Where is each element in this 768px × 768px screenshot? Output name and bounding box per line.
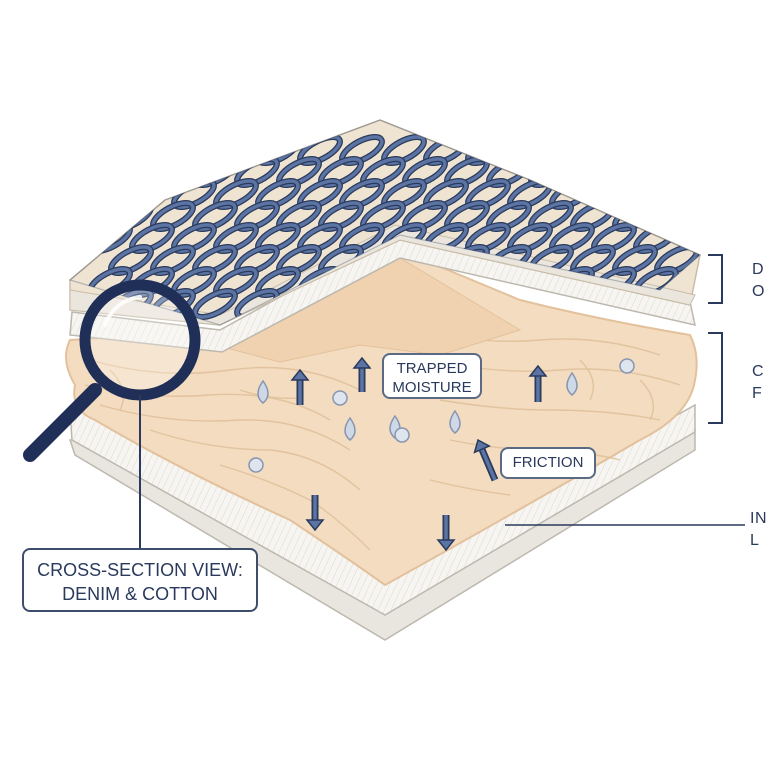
- up-arrow-icon: [473, 438, 492, 454]
- right-label-top-2: O: [752, 283, 765, 300]
- trapped-moisture-line2: MOISTURE: [392, 379, 472, 396]
- droplet-icon: [257, 379, 269, 404]
- weave-loop: [550, 135, 594, 165]
- up-arrow-icon: [528, 364, 548, 377]
- weave-loop: [634, 179, 678, 209]
- weave-loop-outline: [654, 155, 700, 189]
- moisture-arrows: [290, 356, 548, 552]
- weave-loop: [193, 289, 237, 319]
- moisture-bead: [332, 390, 348, 406]
- cross-section-box: CROSS-SECTION VIEW: DENIM & COTTON: [22, 548, 258, 612]
- weave-loop-outline: [108, 155, 154, 189]
- weave-loop-outline: [654, 199, 700, 233]
- weave-loop: [151, 157, 195, 187]
- right-label-mid: C F: [752, 361, 764, 405]
- moisture-bead: [394, 427, 410, 443]
- weave-loop-outline: [129, 133, 175, 167]
- friction-box: FRICTION: [500, 447, 596, 479]
- weave-loop: [571, 157, 615, 187]
- right-label-top: D O: [752, 259, 765, 303]
- weave-loop-outline: [591, 177, 637, 211]
- moisture-bead: [248, 457, 264, 473]
- right-label-bottom-2: L: [750, 532, 760, 549]
- weave-loop: [655, 157, 699, 187]
- weave-loop-outline: [150, 155, 196, 189]
- right-label-mid-1: C: [752, 363, 765, 380]
- weave-loop-outline: [612, 155, 658, 189]
- up-arrow-icon: [352, 356, 372, 369]
- weave-loop: [613, 157, 657, 187]
- weave-loop-outline: [87, 177, 133, 211]
- weave-loop-outline: [570, 155, 616, 189]
- weave-loop: [88, 135, 132, 165]
- down-arrow-icon: [436, 539, 456, 552]
- weave-loop-outline: [171, 133, 217, 167]
- droplet-icon: [344, 416, 356, 441]
- trapped-moisture-line1: TRAPPED: [396, 360, 468, 377]
- cross-section-line2: DENIM & COTTON: [62, 584, 218, 604]
- weave-loop: [130, 135, 174, 165]
- weave-loop-outline: [591, 133, 637, 167]
- cross-section-line1: CROSS-SECTION VIEW:: [37, 560, 243, 580]
- up-arrow-icon: [290, 368, 310, 381]
- weave-loop-outline: [633, 177, 679, 211]
- weave-loop: [592, 135, 636, 165]
- right-label-top-1: D: [752, 261, 765, 278]
- moisture-droplets: [248, 358, 635, 473]
- weave-loop-outline: [633, 133, 679, 167]
- right-label-bottom: IN L: [750, 508, 767, 552]
- droplet-icon: [449, 409, 461, 434]
- weave-loop: [592, 179, 636, 209]
- up-arrow-icon: [480, 448, 497, 481]
- weave-loop: [214, 135, 258, 165]
- droplet-icon: [566, 371, 578, 396]
- down-arrow-icon: [305, 519, 325, 532]
- right-label-mid-2: F: [752, 385, 763, 402]
- weave-loop: [655, 201, 699, 231]
- weave-loop: [634, 135, 678, 165]
- weave-loop: [88, 179, 132, 209]
- friction-label: FRICTION: [512, 454, 584, 471]
- trapped-moisture-box: TRAPPED MOISTURE: [382, 353, 482, 399]
- right-brackets: [708, 254, 723, 424]
- weave-loop-outline: [87, 133, 133, 167]
- moisture-bead: [619, 358, 635, 374]
- weave-loop-outline: [507, 133, 553, 167]
- weave-loop-outline: [213, 133, 259, 167]
- weave-loop: [172, 135, 216, 165]
- weave-loop: [109, 157, 153, 187]
- weave-loop: [508, 135, 552, 165]
- weave-loop-outline: [549, 133, 595, 167]
- right-label-bottom-1: IN: [750, 510, 767, 527]
